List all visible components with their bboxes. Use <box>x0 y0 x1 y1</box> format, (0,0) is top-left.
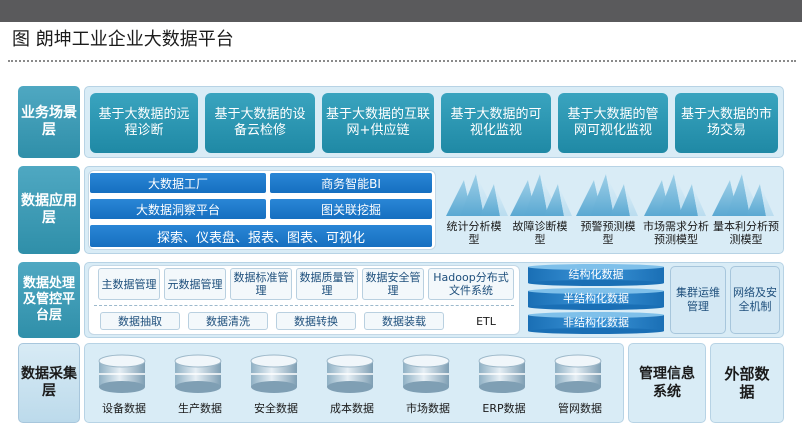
app-bar-visualization: 探索、仪表盘、报表、图表、可视化 <box>90 225 432 247</box>
pyramid-icon-1 <box>446 174 508 216</box>
cylinder-icon-erp <box>478 354 526 393</box>
cylinder-icon-market <box>402 354 450 393</box>
external-data-box: 外部数据 <box>710 343 784 423</box>
model-label-statistics: 统计分析模型 <box>446 220 502 246</box>
layer-label-business: 业务场景层 <box>18 86 80 158</box>
layer-label-processing: 数据处理及管控平台层 <box>18 262 80 338</box>
app-bar-insight-platform: 大数据洞察平台 <box>90 199 266 219</box>
layer-label-collection: 数据采集层 <box>18 343 80 423</box>
source-cylinders <box>98 354 602 393</box>
source-label-equipment: 设备数据 <box>102 402 146 415</box>
network-security-box: 网络及安全机制 <box>730 266 780 334</box>
store-drum-1 <box>528 264 664 286</box>
source-label-safety: 安全数据 <box>254 402 298 415</box>
business-item-pipeline-monitoring: 基于大数据的管网可视化监视 <box>558 93 668 153</box>
source-label-market: 市场数据 <box>406 402 450 415</box>
cylinder-icon-cost <box>326 354 374 393</box>
cylinder-icon-safety <box>250 354 298 393</box>
store-drum-2 <box>528 288 664 310</box>
pyramid-icon-5 <box>712 174 774 216</box>
cluster-ops-box: 集群运维管理 <box>670 266 726 334</box>
mgmt-data-quality: 数据质量管理 <box>296 268 358 300</box>
cylinder-icon-pipeline <box>554 354 602 393</box>
app-bar-graph-mining: 图关联挖掘 <box>270 199 432 219</box>
mgmt-hadoop: Hadoop分布式文件系统 <box>428 268 514 300</box>
data-store-stack <box>528 264 664 334</box>
model-label-warning: 预警预测模型 <box>580 220 636 246</box>
mgmt-metadata: 元数据管理 <box>164 268 226 300</box>
mgmt-data-security: 数据安全管理 <box>362 268 424 300</box>
layer-label-application: 数据应用层 <box>18 166 80 254</box>
model-pyramids <box>446 174 774 216</box>
app-bar-data-factory: 大数据工厂 <box>90 173 266 193</box>
top-bar <box>0 0 802 22</box>
pyramid-icon-3 <box>576 174 638 216</box>
store-unstructured: 非结构化数据 <box>563 316 629 329</box>
etl-step-extract: 数据抽取 <box>100 312 180 330</box>
cylinder-icon-equipment <box>98 354 146 393</box>
mgmt-master-data: 主数据管理 <box>98 268 160 300</box>
store-structured: 结构化数据 <box>568 268 624 281</box>
model-label-fault-diagnosis: 故障诊断模型 <box>512 220 568 246</box>
etl-step-transform: 数据转换 <box>276 312 356 330</box>
business-item-remote-diagnosis: 基于大数据的远程诊断 <box>90 93 198 153</box>
store-drum-3 <box>528 312 664 334</box>
title-divider <box>8 60 796 62</box>
source-label-production: 生产数据 <box>178 402 222 415</box>
store-semi-structured: 半结构化数据 <box>563 292 629 305</box>
cylinder-icon-production <box>174 354 222 393</box>
business-item-visual-monitoring: 基于大数据的可视化监视 <box>441 93 551 153</box>
etl-step-clean: 数据清洗 <box>188 312 268 330</box>
etl-divider <box>94 305 514 306</box>
source-label-erp: ERP数据 <box>482 402 526 415</box>
business-item-cloud-maintenance: 基于大数据的设备云检修 <box>205 93 315 153</box>
etl-label: ETL <box>476 314 496 328</box>
business-item-market-trading: 基于大数据的市场交易 <box>675 93 778 153</box>
diagram-title: 图 朗坤工业企业大数据平台 <box>12 29 234 50</box>
model-label-cost-volume-profit: 量本利分析预测模型 <box>713 220 779 246</box>
app-bar-bi: 商务智能BI <box>270 173 432 193</box>
pyramid-icon-4 <box>644 174 706 216</box>
model-label-market-demand: 市场需求分析预测模型 <box>643 220 709 246</box>
source-label-pipeline: 管网数据 <box>558 402 602 415</box>
business-item-internet-supply-chain: 基于大数据的互联网+供应链 <box>322 93 434 153</box>
pyramid-icon-2 <box>510 174 572 216</box>
source-label-cost: 成本数据 <box>330 402 374 415</box>
etl-step-load: 数据装载 <box>364 312 444 330</box>
management-system-box: 管理信息系统 <box>628 343 706 423</box>
mgmt-data-standard: 数据标准管理 <box>230 268 292 300</box>
